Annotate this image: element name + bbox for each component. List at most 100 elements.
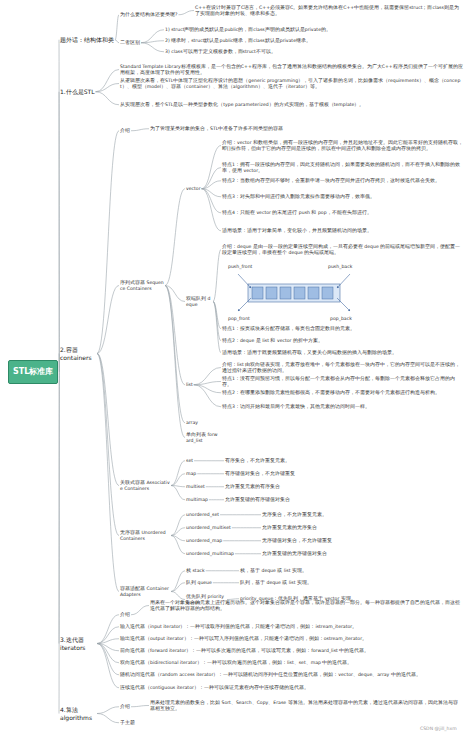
topic-text: 特点2：在哪里添加删除元素性能都很高，不需要移动内存，不需要对每个元素都进行构造… (222, 390, 464, 396)
topic-text: 特点1：拥有一段连续的内存空间，因此支持随机访问，如果需要高效的随机访问，而不在… (222, 162, 464, 173)
note-text: 介绍：list 由双向链表实现，元素存放在堆中，每个元素都放在一块内存中，它的内… (222, 362, 464, 373)
topic-text: 特点1：没有空间预留习惯，所以每分配一个元素都会从内存中分配，每删除一个元素都会… (222, 376, 464, 387)
topic-text: unordered_map (186, 538, 222, 544)
branch-line (131, 706, 149, 707)
topic-text: unordered_multimap (186, 551, 234, 557)
note-text: 适用场景：适用于对象简单，变化较小，并且频繁随机访问的场景。 (222, 228, 464, 234)
main-topic: 1.什么是STL (60, 88, 95, 96)
branch-line (202, 181, 221, 189)
branch-line (223, 540, 261, 541)
topic-label: vector (186, 186, 201, 192)
topic-label: 有序集合，不允许重复元素。 (225, 458, 290, 464)
branch-line (115, 15, 119, 40)
main-topic: 题外话：结构体和类 (60, 36, 114, 44)
topic-text: multiset (186, 484, 205, 490)
branch-line (131, 129, 149, 131)
topic-text: 无序集合，不允许重复元素。 (262, 512, 327, 518)
branch-line (165, 286, 185, 385)
topic-label: 为什么要结构体还要类呢? (120, 12, 177, 18)
topic-text: 连续迭代器（contiguous iterator）：一种可以保证元素在内存中连… (120, 685, 460, 691)
topic-label: 允许重复元素的有序集合 (225, 484, 280, 490)
topic-text: 3) class可以用于定义模板参数，而struct不可以。 (165, 49, 465, 55)
note-text: 用来处理元素的函数集合，比如 Sort、Search、Copy、Erase 等算… (150, 700, 462, 711)
branch-line (97, 131, 119, 354)
topic-text: unordered_multiset (186, 525, 231, 531)
branch-line (235, 553, 261, 554)
branch-line (171, 536, 185, 554)
note-text: 3) class可以用于定义模板参数，而struct不可以。 (165, 49, 465, 55)
topic-text: 允许重复键的有序键值对集合 (225, 497, 290, 503)
branch-line (213, 302, 221, 341)
branch-line (202, 189, 221, 231)
note-text: 关联式容器 Associative Containers (120, 480, 170, 491)
topic-text: 输入迭代器（input iterator）：一种可读取序列值的迭代器，只能逐个递… (120, 624, 460, 630)
watermark: CSDN @jill_hxm (420, 726, 457, 732)
topic-text: 介绍：vector 和数组类似，拥有一段连续的内存空间，并且起始地址不变。因此它… (222, 140, 464, 151)
topic-text: 介绍：deque 是由一段一段的定量连续空间构成，一旦有必要在 deque 的前… (222, 244, 464, 255)
branch-line (141, 30, 164, 43)
note-text: 特点1：按页或块来分配存储器，每页包含固定数目的元素。 (222, 326, 464, 332)
topic-text: 无序键值对集合，不允许键重复 (262, 538, 332, 544)
branch-line (232, 527, 261, 528)
branch-line (97, 644, 119, 675)
branch-line (209, 499, 224, 500)
topic-text: 队列，基于 deque 或 list 实现。 (240, 580, 312, 586)
branch-line (171, 583, 185, 592)
note-text: 特点2：在哪里添加删除元素性能都很高，不需要移动内存，不需要对每个元素都进行构造… (222, 390, 464, 396)
note-text: 用来在一个对象集合的元素上进行遍历动作。这个对象集合或许是个容器，或许是容器的一… (150, 600, 462, 611)
topic-text: STL标准库 (13, 367, 53, 377)
topic-label: 栈，基于 deque 或 list 实现。 (240, 568, 307, 574)
topic-label: map (186, 471, 196, 477)
topic-text: multimap (186, 497, 208, 503)
note-text: 容器适配器 Container Adapters (120, 586, 170, 597)
note-text: 2) 继承时，struct默认是public继承，而class默认是privat… (165, 38, 465, 44)
topic-text: 用来处理元素的函数集合，比如 Sort、Search、Copy、Erase 等算… (150, 700, 462, 711)
topic-text: 允许重复元素的有序集合 (225, 484, 280, 490)
note-text: 随机访问迭代器（random access iterator）：一种可以随机访问… (120, 672, 460, 678)
branch-line (213, 250, 221, 302)
branch-line (141, 41, 164, 43)
deque-illustration (226, 264, 362, 324)
topic-text: 关联式容器 Associative Containers (120, 480, 170, 491)
topic-text: 有序集合，不允许重复元素。 (225, 458, 290, 464)
topic-label: multiset (186, 484, 205, 490)
topic-label: 有序键值对集合，不允许键重复 (225, 471, 295, 477)
note-text: 前向迭代器（forward iterator）：一种可以多次遍历的迭代器，可以读… (120, 648, 460, 654)
topic-text: 1.什么是STL (60, 88, 95, 96)
branch-line (213, 582, 239, 583)
note-text: 适用场景：适用于既要频繁随机存取，又要关心两端数据的插入与删除的场景。 (222, 350, 464, 356)
branch-line (59, 372, 60, 714)
topic-text: 队列 queue (186, 580, 212, 586)
note-text: 从逻辑层次来看，在STL中体现了泛型化程序设计的思想（generic progr… (120, 78, 465, 89)
topic-label: 介绍 (120, 612, 130, 618)
topic-text: 双端队列 deque (186, 296, 212, 307)
branch-line (96, 84, 119, 92)
branch-line (115, 40, 119, 43)
branch-line (171, 474, 185, 486)
note-text: 介绍：vector 和数组类似，拥有一段连续的内存空间，并且起始地址不变。因此它… (222, 140, 464, 151)
branch-line (59, 40, 60, 372)
topic-text: 特点4：只能在 vector 的末尾进行 push 和 pop，不能在头部进行。 (222, 210, 464, 216)
topic-text: 允许重复元素的无序集合 (262, 525, 317, 531)
branch-line (197, 473, 224, 474)
note-text: Standard Template Library标准模板库，是一个包含的C++… (120, 64, 465, 75)
branch-line (165, 286, 185, 438)
branch-line (213, 302, 221, 353)
branch-line (97, 354, 119, 536)
topic-text: 4.算法 algorithms (60, 706, 96, 721)
branch-line (171, 571, 185, 592)
topic-text: 特点3：访问开始和最后两个元素最快，其他元素的访问时间一样。 (222, 404, 464, 410)
branch-line (171, 528, 185, 536)
branch-line (194, 460, 224, 461)
note-text: 双向迭代器（bidirectional iterator）：一种可以双向遍历的迭… (120, 660, 460, 666)
topic-label: 允许重复键的有序键值对集合 (225, 497, 290, 503)
topic-text: vector (186, 186, 201, 192)
branch-line (97, 627, 119, 644)
topic-label: unordered_multimap (186, 551, 234, 557)
topic-text: 特点2：deque 是 list 和 vector 的折中方案。 (222, 338, 464, 344)
note-text: 单向列表 forward_list (186, 432, 220, 443)
topic-text: 输出迭代器（output iterator）：一种可以写入序列值的迭代器，只能逐… (120, 636, 460, 642)
branch-line (202, 168, 221, 189)
main-topic: 4.算法 algorithms (60, 706, 96, 721)
